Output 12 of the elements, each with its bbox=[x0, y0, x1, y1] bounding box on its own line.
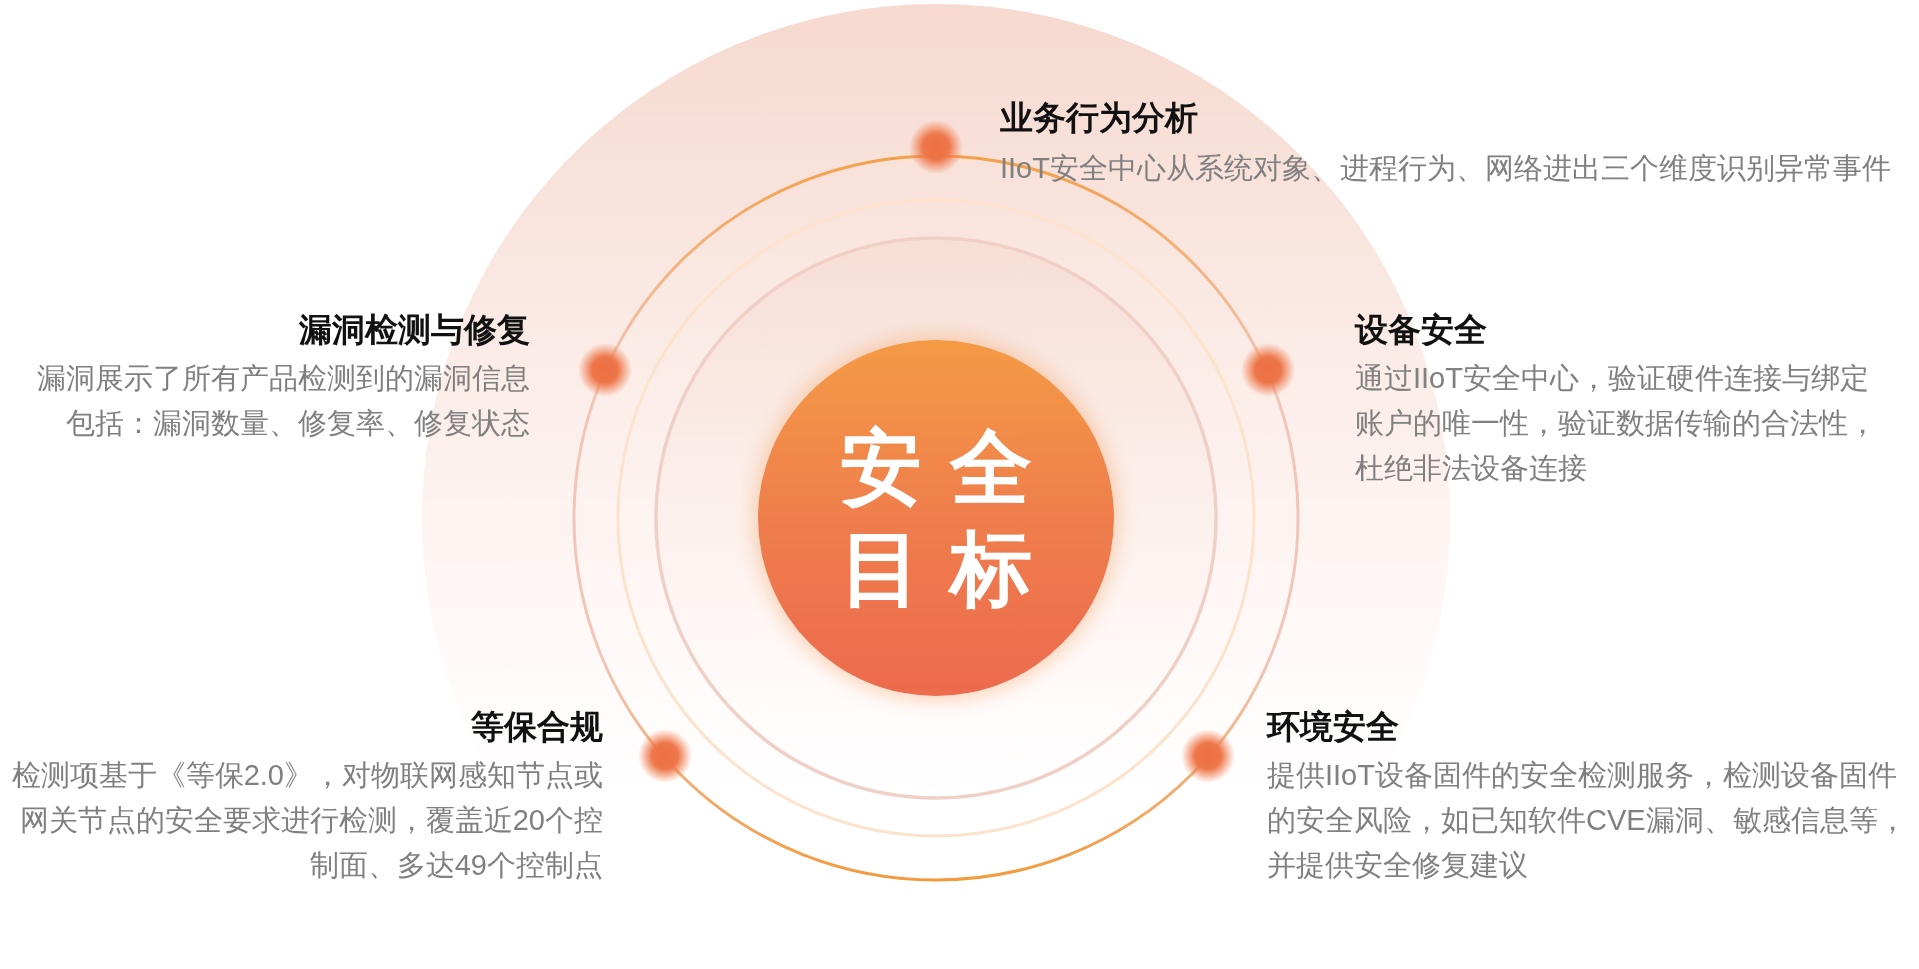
feature-description: 检测项基于《等保2.0》，对物联网感知节点或网关节点的安全要求进行检测，覆盖近20个控制面、多达49个控制点 bbox=[10, 758, 603, 883]
dot-icon bbox=[1181, 729, 1235, 783]
dot-icon bbox=[638, 729, 692, 783]
feature-title: 漏洞检测与修复 bbox=[299, 311, 530, 349]
feature-description: 通过IIoT安全中心，验证硬件连接与绑定账户的唯一性，验证数据传输的合法性，杜绝非法设备连接 bbox=[1355, 361, 1878, 486]
feature-title: 等保合规 bbox=[471, 708, 603, 746]
feature-title: 业务行为分析 bbox=[1000, 99, 1198, 137]
feature-title: 环境安全 bbox=[1267, 708, 1399, 746]
feature-title: 设备安全 bbox=[1355, 311, 1487, 349]
center-title: 安全目标 bbox=[839, 421, 1061, 616]
feature-description: 提供IIoT设备固件的安全检测服务，检测设备固件的安全风险，如已知软件CVE漏洞、敏感信息等，并提供安全修复建议 bbox=[1267, 758, 1908, 883]
feature-description: 漏洞展示了所有产品检测到的漏洞信息包括：漏洞数量、修复率、修复状态 bbox=[36, 361, 530, 441]
